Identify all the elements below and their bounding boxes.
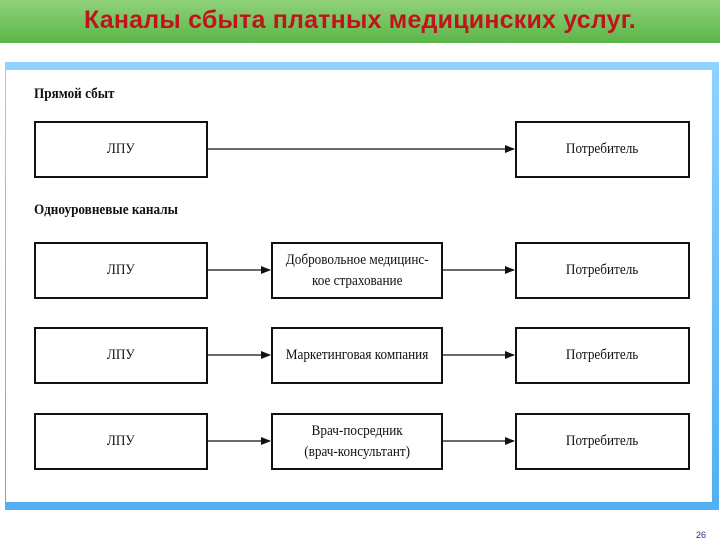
consumer-box: Потребитель (515, 242, 690, 299)
voluntary-insurance-box: Добровольное медицинс- кое страхование (271, 242, 443, 299)
section-one-level-channels: Одноуровневые каналы (34, 202, 178, 218)
section-direct-sales: Прямой сбыт (34, 86, 115, 102)
lpu-box: ЛПУ (34, 121, 208, 178)
lpu-box: ЛПУ (34, 413, 208, 470)
slide-title: Каналы сбыта платных медицинских услуг. (84, 6, 636, 34)
lpu-box: ЛПУ (34, 327, 208, 384)
consumer-box: Потребитель (515, 327, 690, 384)
doctor-intermediary-box: Врач-посредник (врач-консультант) (271, 413, 443, 470)
title-bar (0, 0, 720, 43)
lpu-box: ЛПУ (34, 242, 208, 299)
consumer-box: Потребитель (515, 121, 690, 178)
slide-number: 26 (696, 530, 707, 540)
consumer-box: Потребитель (515, 413, 690, 470)
marketing-company-box: Маркетинговая компания (271, 327, 443, 384)
